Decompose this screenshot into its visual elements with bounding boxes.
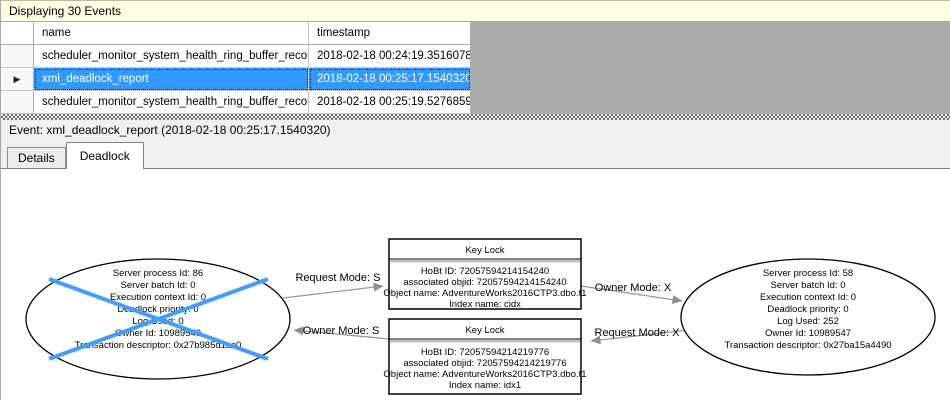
cell-name[interactable]: scheduler_monitor_system_health_ring_buf… (34, 45, 309, 68)
detail-tab-strip: Details Deadlock (1, 140, 950, 169)
node-text: Transaction descriptor: 0x27ba15a4490 (724, 340, 891, 351)
lock-text: associated objid: 72057594214154240 (403, 277, 566, 288)
column-header-name[interactable]: name (34, 22, 309, 45)
node-text: Execution context Id: 0 (110, 292, 206, 303)
edge-label-request-s: Request Mode: S (296, 272, 381, 284)
node-text: Log Used: 0 (132, 316, 183, 327)
node-text: Server batch Id: 0 (121, 280, 196, 291)
node-text: Owner Id: 10989549 (115, 328, 201, 339)
cell-timestamp[interactable]: 2018-02-18 00:24:19.3516078 (309, 45, 471, 68)
tab-deadlock[interactable]: Deadlock (65, 142, 144, 169)
node-text: Server process Id: 58 (763, 268, 853, 279)
node-text: Log Used: 252 (777, 316, 839, 327)
edge-label-owner-x: Owner Mode: X (595, 282, 672, 294)
event-description-bar: Event: xml_deadlock_report (2018-02-18 0… (1, 120, 950, 140)
lock-text: Object name: AdventureWorks2016CTP3.dbo.… (383, 288, 586, 299)
node-text: Server batch Id: 0 (771, 280, 846, 291)
tab-details-label: Details (18, 151, 55, 165)
lock-text: Object name: AdventureWorks2016CTP3.dbo.… (383, 369, 586, 380)
current-row-arrow-icon: ▶ (13, 73, 21, 84)
edge-request-x (590, 329, 690, 345)
edge-request-s (282, 282, 384, 299)
node-text: Server process Id: 86 (113, 268, 203, 279)
lock-text: Index name: idx1 (449, 380, 521, 391)
events-grid: name timestamp scheduler_monitor_system_… (1, 22, 471, 114)
resource-node-top: Key Lock HoBt ID: 72057594214154240 asso… (383, 238, 587, 310)
lock-text: associated objid: 72057594214219776 (403, 358, 566, 369)
deadlock-graph-panel: Request Mode: S Owner Mode: S Owner Mode… (1, 168, 950, 400)
node-text: Transaction descriptor: 0x27b985d1ac0 (75, 340, 242, 351)
row-header-cell[interactable] (1, 45, 34, 68)
lock-text: HoBt ID: 72057594214154240 (421, 266, 549, 277)
cell-timestamp[interactable]: 2018-02-18 00:25:19.5276859 (309, 91, 471, 114)
cell-name[interactable]: scheduler_monitor_system_health_ring_buf… (34, 91, 309, 114)
lock-text: HoBt ID: 72057594214219776 (421, 347, 549, 358)
cell-name[interactable]: xml_deadlock_report (34, 68, 309, 91)
events-count-bar: Displaying 30 Events (1, 0, 950, 22)
graph-edges (282, 282, 690, 345)
node-text: Deadlock priority: 0 (117, 304, 198, 315)
table-row-selected[interactable]: ▶ xml_deadlock_report 2018-02-18 00:25:1… (1, 68, 471, 91)
row-header-cell[interactable]: ▶ (1, 68, 34, 91)
grid-corner-cell[interactable] (1, 22, 34, 45)
edge-label-request-x: Request Mode: X (595, 327, 681, 339)
table-row[interactable]: scheduler_monitor_system_health_ring_buf… (1, 91, 471, 114)
events-grid-area: name timestamp scheduler_monitor_system_… (1, 22, 950, 114)
table-row[interactable]: scheduler_monitor_system_health_ring_buf… (1, 45, 471, 68)
node-text: Owner Id: 10989547 (765, 328, 851, 339)
deadlock-graph: Request Mode: S Owner Mode: S Owner Mode… (25, 238, 936, 395)
lock-title: Key Lock (465, 325, 504, 336)
column-header-timestamp[interactable]: timestamp (309, 22, 471, 45)
grid-header-row: name timestamp (1, 22, 471, 45)
tab-details[interactable]: Details (7, 147, 66, 168)
node-text: Execution context Id: 0 (760, 292, 856, 303)
lock-text: Index name: cidx (449, 299, 521, 310)
cell-timestamp[interactable]: 2018-02-18 00:25:17.1540320 (309, 68, 471, 91)
process-node-victim: Server process Id: 86 Server batch Id: 0… (25, 258, 291, 380)
edge-label-owner-s: Owner Mode: S (303, 325, 379, 337)
node-text: Deadlock priority: 0 (767, 304, 848, 315)
edge-owner-x (580, 285, 683, 305)
process-node: Server process Id: 58 Server batch Id: 0… (680, 258, 936, 376)
horizontal-splitter[interactable] (1, 114, 950, 120)
row-header-cell[interactable] (1, 91, 34, 114)
event-description-label: Event: xml_deadlock_report (2018-02-18 0… (9, 123, 331, 137)
lock-title: Key Lock (465, 245, 504, 256)
tab-deadlock-label: Deadlock (79, 149, 130, 163)
edge-owner-s (293, 326, 390, 340)
events-count-label: Displaying 30 Events (9, 4, 122, 18)
resource-node-bottom: Key Lock HoBt ID: 72057594214219776 asso… (383, 318, 587, 395)
victim-cross-icon (48, 277, 269, 361)
